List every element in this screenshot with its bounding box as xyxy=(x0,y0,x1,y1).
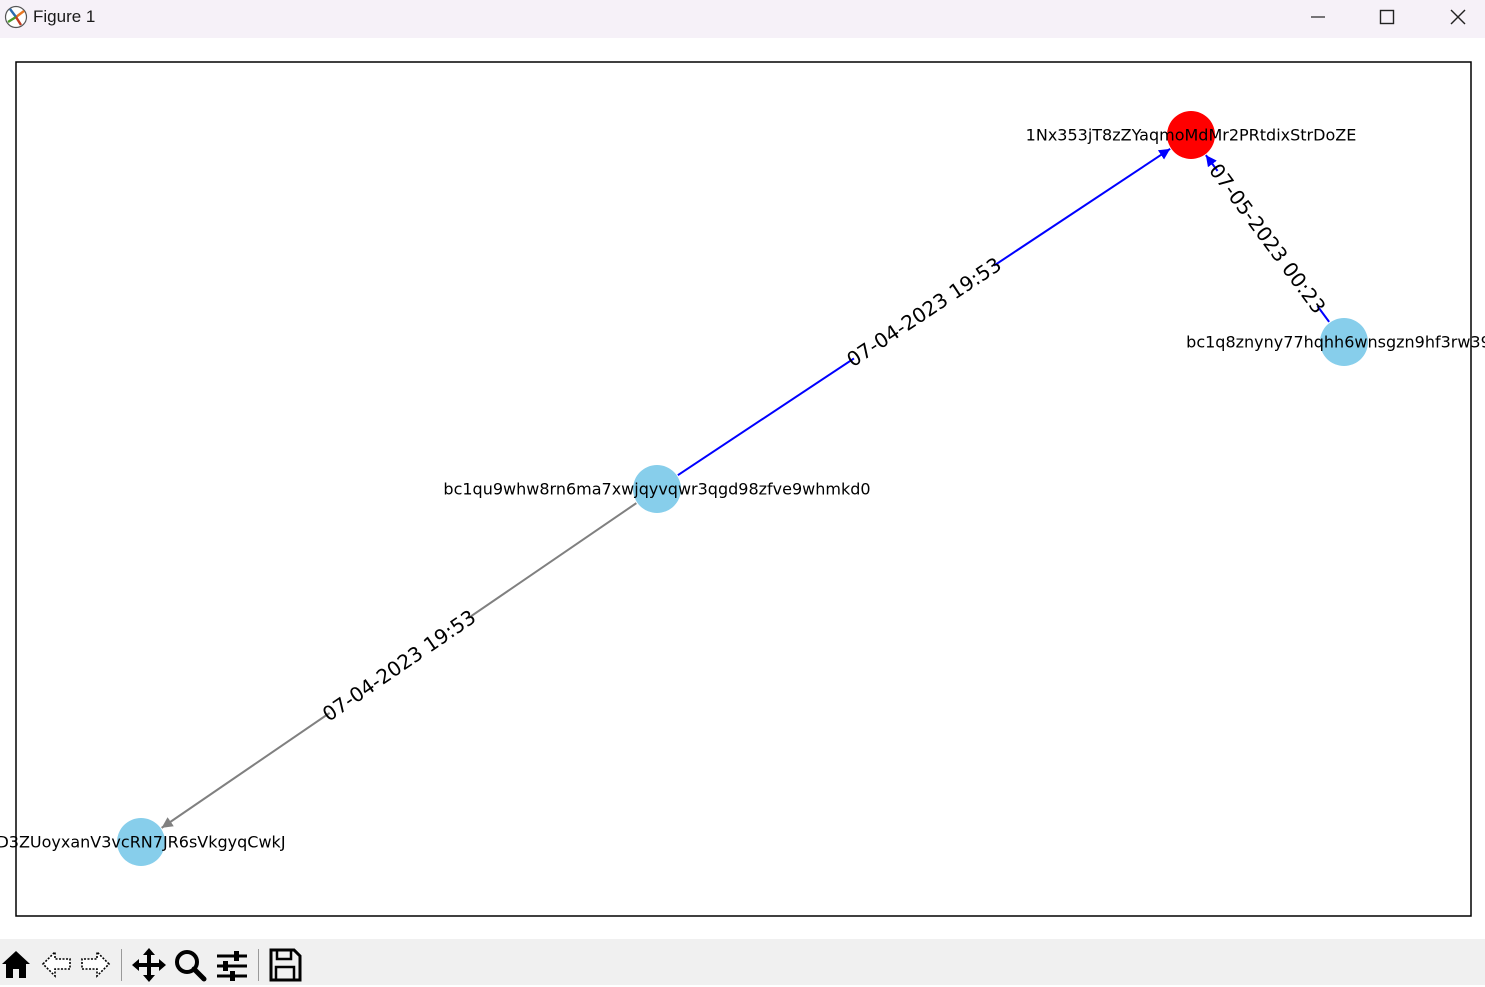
minimize-button[interactable] xyxy=(1288,0,1348,34)
forward-button[interactable] xyxy=(78,947,114,983)
save-button[interactable] xyxy=(267,947,303,983)
configure-subplots-button[interactable] xyxy=(214,947,250,983)
graph-node xyxy=(117,818,165,866)
graph-node xyxy=(1167,111,1215,159)
close-button[interactable] xyxy=(1428,0,1485,34)
figure-canvas[interactable]: bc1qu9whw8rn6ma7xwjqyvqwr3qgd98zfve9whmk… xyxy=(0,38,1485,939)
matplotlib-icon xyxy=(4,5,28,29)
back-button[interactable] xyxy=(40,947,76,983)
toolbar-separator xyxy=(258,949,259,981)
save-icon xyxy=(269,948,302,982)
close-icon xyxy=(1450,9,1466,25)
maximize-button[interactable] xyxy=(1357,0,1417,34)
network-graph: bc1qu9whw8rn6ma7xwjqyvqwr3qgd98zfve9whmk… xyxy=(0,61,1485,917)
node-label: D3ZUoyxanV3vcRN7JR6sVkgyqCwkJ xyxy=(0,833,286,852)
home-button[interactable] xyxy=(0,947,36,983)
zoom-icon xyxy=(175,950,207,982)
home-icon xyxy=(2,951,30,978)
toolbar-separator xyxy=(121,949,122,981)
node-label: bc1qu9whw8rn6ma7xwjqyvqwr3qgd98zfve9whmk… xyxy=(443,480,870,499)
maximize-icon xyxy=(1379,9,1395,25)
configure-subplots-icon xyxy=(217,951,247,981)
pan-icon xyxy=(132,948,166,982)
back-icon xyxy=(41,950,71,978)
zoom-button[interactable] xyxy=(172,947,208,983)
node-label: bc1q8znyny77hqhh6wnsgzn9hf3rw39rl xyxy=(1186,333,1485,352)
forward-icon xyxy=(81,950,111,978)
graph-node xyxy=(1320,318,1368,366)
pan-button[interactable] xyxy=(131,947,167,983)
window-title: Figure 1 xyxy=(33,7,96,26)
navigation-toolbar xyxy=(0,939,1485,985)
graph-node xyxy=(633,465,681,513)
minimize-icon xyxy=(1311,16,1325,18)
node-label: 1Nx353jT8zZYaqmoMdMr2PRtdixStrDoZE xyxy=(1026,126,1357,145)
title-bar: Figure 1 xyxy=(0,0,1485,38)
